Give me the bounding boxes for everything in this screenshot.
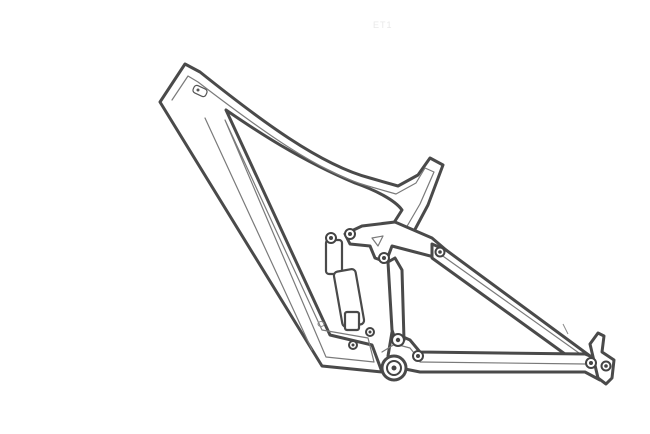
seat-stay — [430, 242, 602, 368]
rocker-link — [343, 220, 448, 264]
rear-dropout — [588, 331, 616, 386]
down-tube-line — [204, 117, 313, 351]
seat-stay-inner — [439, 253, 587, 359]
front-triangle-inner — [171, 75, 435, 363]
pivot-points — [344, 228, 612, 372]
rear-shock — [324, 232, 366, 332]
dropout-tab — [562, 323, 569, 335]
watermark-text: ET1 — [373, 20, 393, 30]
head-tube-badge — [192, 84, 208, 98]
rocker-cut — [371, 235, 384, 247]
rear-link — [386, 256, 406, 344]
front-triangle — [158, 62, 445, 374]
bottom-bracket — [380, 343, 419, 382]
chain-stay-inner — [419, 361, 586, 365]
cable-port — [317, 321, 325, 327]
